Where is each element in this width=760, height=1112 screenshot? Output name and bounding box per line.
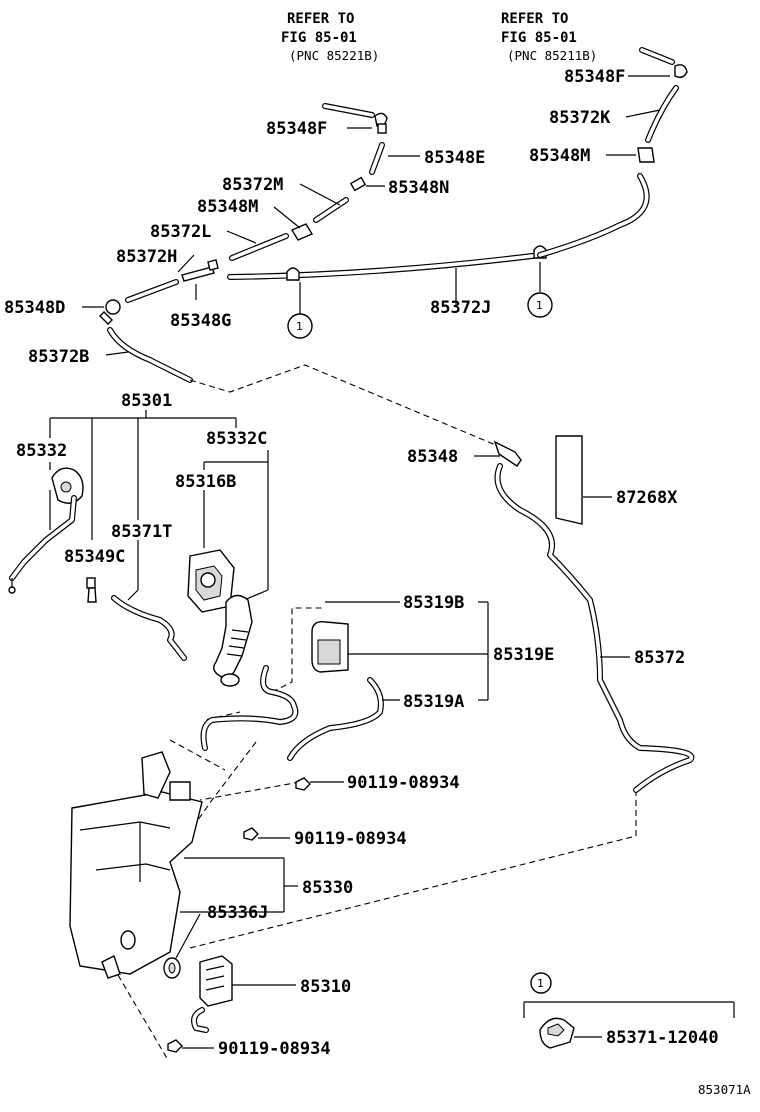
label-90119-08934-a: 90119-08934 [347, 773, 460, 793]
label-85348: 85348 [407, 447, 458, 467]
label-85310: 85310 [300, 977, 351, 997]
bolts-90119-08934 [167, 777, 344, 1053]
label-85348M-b: 85348M [529, 146, 590, 166]
part-85319-set [200, 601, 489, 761]
ref-right-line1: REFER TO [501, 11, 568, 27]
washer-hose-85372 [474, 440, 695, 793]
label-85319A: 85319A [403, 692, 464, 712]
callout-1-legend [530, 972, 552, 994]
label-85371-12040: 85371-12040 [606, 1028, 719, 1048]
callout-circles: 1 1 1 [287, 292, 553, 994]
part-85336J-grommet [163, 913, 201, 979]
label-85348D: 85348D [4, 298, 65, 318]
part-85332C [213, 594, 253, 687]
label-85301: 85301 [121, 391, 172, 411]
label-85372K: 85372K [549, 108, 611, 128]
part-85349C [86, 577, 97, 603]
part-85371T [111, 595, 187, 661]
ref-right-line2: FIG 85-01 [501, 30, 577, 46]
bolt-c [167, 1039, 183, 1053]
ref-right-line3: (PNC 85211B) [507, 48, 597, 63]
label-85348E: 85348E [424, 148, 485, 168]
joint-85348D [105, 299, 121, 315]
bolt-a [295, 777, 311, 791]
label-85332: 85332 [16, 441, 67, 461]
part-labels: 85348F 85348E 85372M 85348N 85348M 85372… [4, 67, 751, 1097]
label-90119-08934-c: 90119-08934 [218, 1039, 331, 1059]
legend-box-clip [523, 1001, 735, 1049]
label-85348F-a: 85348F [266, 119, 327, 139]
group-bracket-85301 [49, 410, 269, 601]
callout-1-a [287, 313, 313, 339]
callout-1-b [527, 292, 553, 318]
svg-text:1: 1 [536, 299, 543, 312]
label-plate-87268X [555, 435, 612, 525]
leaders-upper [82, 75, 670, 356]
ref-left-line2: FIG 85-01 [281, 30, 357, 46]
figure-code: 853071A [698, 1082, 751, 1097]
dashed-connections [117, 364, 637, 1061]
svg-text:1: 1 [296, 320, 303, 333]
label-85319B: 85319B [403, 593, 464, 613]
label-85372M: 85372M [222, 175, 283, 195]
label-85372: 85372 [634, 648, 685, 668]
label-85349C: 85349C [64, 547, 125, 567]
joint-85348F-b [674, 64, 688, 79]
upper-hose-assembly-left [99, 103, 547, 383]
label-87268X: 87268X [616, 488, 678, 508]
label-85336J: 85336J [207, 903, 268, 923]
label-90119-08934-b: 90119-08934 [294, 829, 407, 849]
part-85310-motor [191, 955, 296, 1033]
label-85372L: 85372L [150, 222, 211, 242]
joint-85348 [493, 440, 522, 467]
label-85330: 85330 [302, 878, 353, 898]
label-85348G: 85348G [170, 311, 231, 331]
label-85332C: 85332C [206, 429, 267, 449]
label-85371T: 85371T [111, 522, 172, 542]
label-85316B: 85316B [175, 472, 236, 492]
label-85372B: 85372B [28, 347, 89, 367]
label-85348F-b: 85348F [564, 67, 625, 87]
upper-hose-assembly-right [537, 47, 688, 258]
joint-85348M-b [637, 147, 655, 163]
part-85330-reservoir [69, 751, 298, 979]
label-85372J: 85372J [430, 298, 491, 318]
label-85348N: 85348N [388, 178, 449, 198]
bolt-b [243, 827, 259, 841]
label-85348M-a: 85348M [197, 197, 258, 217]
svg-text:1: 1 [537, 977, 544, 990]
label-85372H: 85372H [116, 247, 177, 267]
part-85332 [8, 462, 84, 594]
label-85319E: 85319E [493, 645, 554, 665]
ref-left-line1: REFER TO [287, 11, 354, 27]
ref-left-line3: (PNC 85221B) [289, 48, 379, 63]
reference-note-right: REFER TO FIG 85-01 (PNC 85211B) [501, 11, 597, 63]
reference-note-left: REFER TO FIG 85-01 (PNC 85221B) [281, 11, 379, 63]
